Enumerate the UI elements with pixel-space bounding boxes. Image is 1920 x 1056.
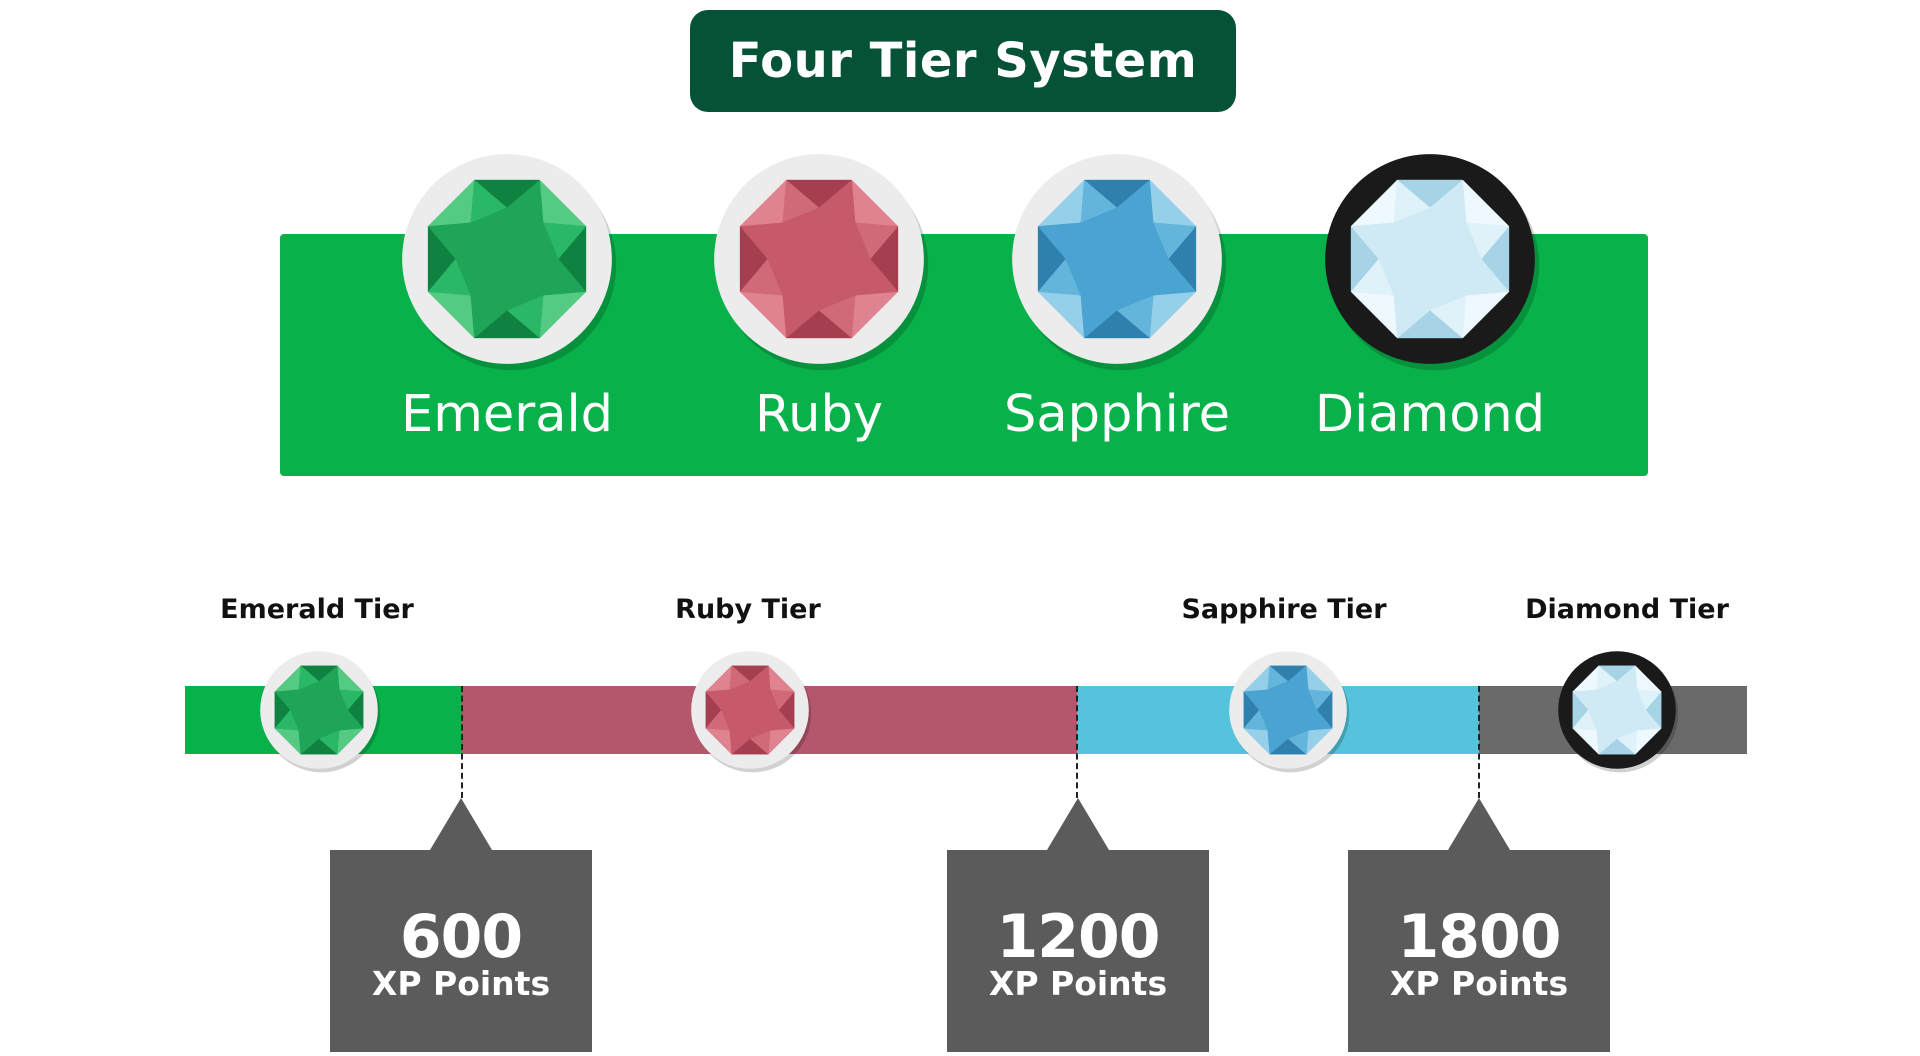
tier-label-emerald: Emerald Tier [220, 594, 414, 625]
gem-label-sapphire: Sapphire [1003, 385, 1231, 444]
callout-pointer [1448, 798, 1510, 850]
tier-label-diamond: Diamond Tier [1525, 594, 1729, 625]
threshold-value: 1200 [996, 902, 1161, 972]
callout-box: 1800 XP Points [1348, 850, 1610, 1052]
threshold-value: 1800 [1397, 902, 1562, 972]
tier-label-sapphire: Sapphire Tier [1181, 594, 1387, 625]
gem-label-ruby: Ruby [754, 385, 884, 444]
threshold-unit: XP Points [988, 964, 1168, 1003]
gem-label-diamond: Diamond [1314, 385, 1546, 444]
threshold-marker-600 [461, 686, 463, 798]
tier-label-ruby: Ruby Tier [675, 594, 821, 625]
emerald-gem-icon [400, 152, 617, 371]
callout-box: 600 XP Points [330, 850, 592, 1052]
threshold-unit: XP Points [371, 964, 551, 1003]
threshold-callout-1200: 1200 XP Points [947, 798, 1209, 1052]
threshold-callout-1800: 1800 XP Points [1348, 798, 1610, 1052]
callout-pointer [1047, 798, 1109, 850]
ruby-tier-gem-icon [690, 650, 812, 773]
page-title: Four Tier System [690, 10, 1236, 112]
threshold-marker-1200 [1076, 686, 1078, 798]
sapphire-tier-gem-icon [1228, 650, 1350, 773]
threshold-marker-1800 [1478, 686, 1480, 798]
ruby-gem-icon [712, 152, 929, 371]
callout-box: 1200 XP Points [947, 850, 1209, 1052]
threshold-unit: XP Points [1389, 964, 1569, 1003]
threshold-callout-600: 600 XP Points [330, 798, 592, 1052]
diamond-tier-gem-icon [1557, 650, 1679, 773]
emerald-tier-gem-icon [259, 650, 381, 773]
gem-label-emerald: Emerald [400, 385, 614, 444]
sapphire-gem-icon [1010, 152, 1227, 371]
threshold-value: 600 [399, 902, 523, 972]
callout-pointer [430, 798, 492, 850]
diamond-gem-icon [1323, 152, 1540, 371]
